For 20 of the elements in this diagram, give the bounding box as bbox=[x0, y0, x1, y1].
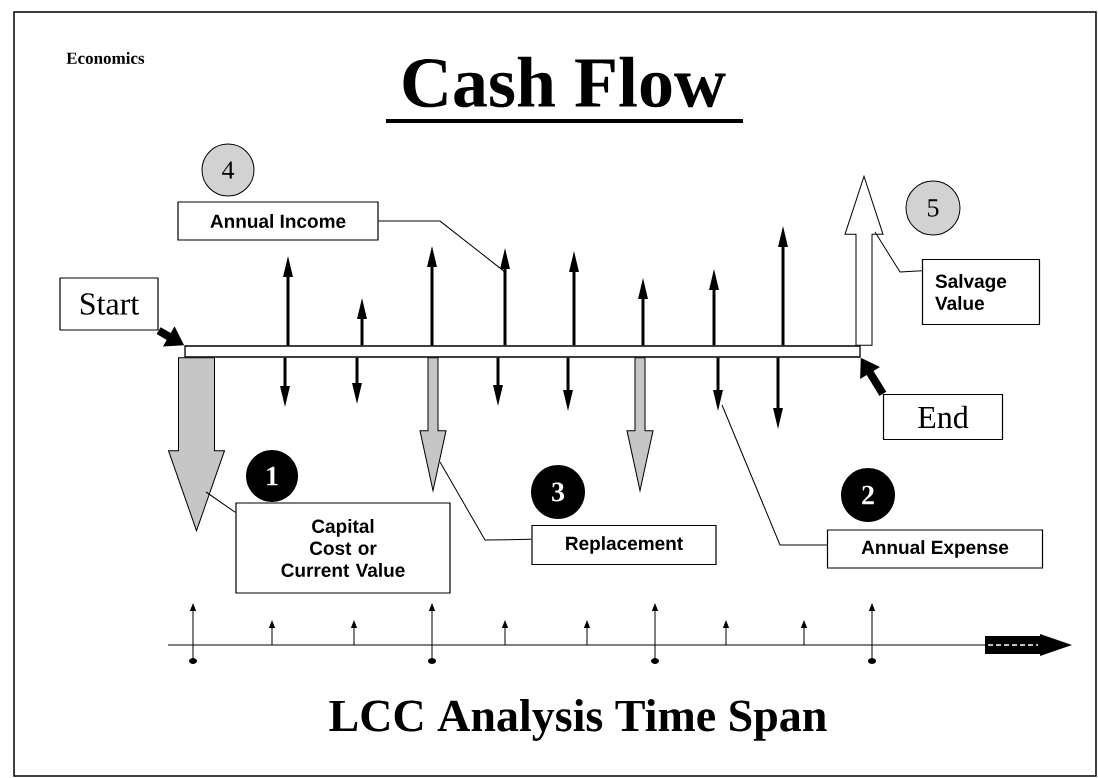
timeline-bar bbox=[184, 345, 861, 358]
section-label: Economics bbox=[66, 52, 145, 64]
label-box: Salvage Value bbox=[921, 258, 1041, 326]
cash-outflow-arrow bbox=[626, 357, 654, 492]
title: Cash Flow bbox=[386, 56, 743, 123]
label-box: Annual Income bbox=[177, 201, 379, 241]
leader-line bbox=[205, 491, 236, 513]
label-box: Annual Expense bbox=[826, 529, 1044, 569]
label-box: Start bbox=[59, 277, 159, 331]
cash-outflow-arrow bbox=[419, 357, 447, 492]
leader-line bbox=[378, 220, 506, 273]
capital-cost-arrow bbox=[168, 357, 225, 532]
leader-line bbox=[874, 231, 923, 273]
label-box: Replacement bbox=[531, 524, 717, 566]
caption: LCC Analysis Time Span bbox=[329, 699, 827, 741]
label-box: End bbox=[882, 393, 1004, 441]
salvage-arrow bbox=[844, 175, 884, 346]
leader-line bbox=[439, 461, 532, 541]
leader-line bbox=[721, 404, 828, 546]
label-box: Capital Cost or Current Value bbox=[235, 502, 451, 594]
